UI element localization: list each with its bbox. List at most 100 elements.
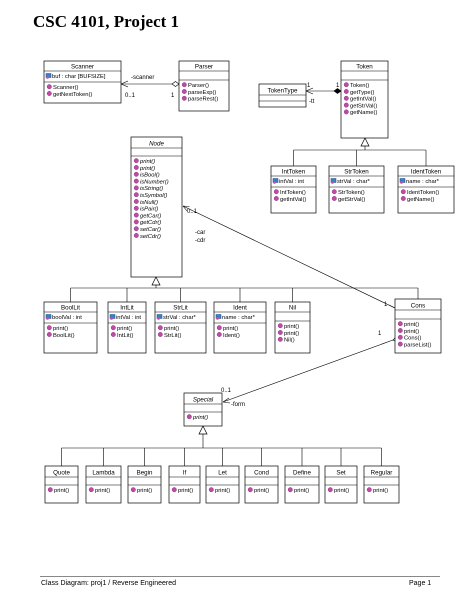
method-icon [47, 487, 53, 493]
multiplicity-label: 1 [336, 83, 340, 89]
generalization-arrow [360, 137, 370, 147]
class-name: Cond [254, 470, 269, 477]
operation: isNumber() [140, 179, 169, 185]
operation: parseExp() [188, 90, 216, 96]
class-box [205, 465, 240, 504]
operation: Scanner() [53, 85, 79, 91]
method-icon [331, 189, 337, 195]
method-icon [133, 171, 139, 177]
node-generalization [70, 276, 419, 302]
attribute: buf : char [BUFSIZE] [52, 74, 106, 80]
aggregation-diamond [171, 81, 180, 87]
operation: print() [192, 415, 208, 421]
method-icon [343, 82, 349, 88]
operation: isSymbol() [140, 193, 167, 199]
operation: print() [137, 488, 152, 494]
method-icon [327, 487, 333, 493]
class-name: IntLit [120, 305, 134, 312]
attribute: strVal : char* [337, 179, 370, 185]
method-icon [133, 185, 139, 191]
class-cond[interactable]: Cond print() [244, 465, 279, 504]
class-name: Nil [289, 305, 296, 312]
car-cdr-assoc[interactable] [182, 205, 396, 309]
method-icon [88, 487, 94, 493]
operation: isString() [140, 186, 163, 192]
operation: getCdr() [140, 220, 161, 226]
operation: setCar() [140, 227, 161, 233]
operation: print() [404, 322, 419, 328]
class-name: Cons [411, 303, 425, 310]
method-icon [273, 189, 279, 195]
class-box [340, 60, 389, 139]
operation: print() [95, 488, 110, 494]
generalization-arrow [198, 425, 208, 435]
field-icon [272, 178, 279, 184]
class-name: StrToken [344, 169, 369, 176]
navigability-arrow [222, 397, 231, 404]
method-icon [343, 102, 349, 108]
relationship-lines [61, 80, 427, 466]
multiplicity-label: 0..1 [187, 209, 198, 215]
operation: Cons() [404, 336, 421, 342]
method-icon [277, 323, 283, 329]
operation: print() [254, 488, 269, 494]
class-name: Set [336, 470, 346, 477]
tt-assoc[interactable] [305, 87, 342, 95]
class-name: Ident [233, 305, 247, 312]
method-icon [171, 487, 177, 493]
class-name: Scanner [71, 64, 94, 71]
class-tokentype[interactable]: TokenType [258, 83, 307, 108]
method-icon [133, 199, 139, 204]
class-box [244, 465, 279, 504]
class-box [183, 392, 223, 427]
class-node[interactable]: Nodeprint()print()isBool()isNumber()isSt… [130, 136, 183, 278]
method-icon [133, 212, 139, 218]
scanner-assoc[interactable] [120, 80, 180, 88]
method-icon [397, 334, 403, 340]
token-generalization [293, 137, 427, 166]
method-icon [133, 158, 139, 164]
class-name: BoolLit [61, 305, 80, 312]
class-box [363, 465, 400, 504]
method-icon [400, 196, 406, 201]
class-token[interactable]: TokenToken()getType()getIntVal()getStrVa… [340, 60, 389, 139]
class-begin[interactable]: Begin print() [127, 465, 162, 504]
multiplicity-label: 1 [378, 331, 382, 337]
method-icon [331, 196, 337, 201]
method-icon [133, 178, 139, 184]
method-icon [181, 89, 187, 94]
role-label: -scanner [131, 75, 154, 81]
class-name: IntToken [282, 169, 306, 176]
class-box [43, 301, 98, 354]
operation: print() [404, 329, 419, 335]
method-icon [157, 332, 163, 337]
class-name: If [183, 470, 187, 477]
class-box [85, 465, 122, 504]
footer-divider [40, 576, 440, 577]
class-name: Begin [137, 470, 153, 477]
class-box [168, 465, 201, 504]
operation: IntToken() [280, 190, 306, 196]
attribute: name : char* [406, 179, 440, 185]
role-label: -car-cdr [195, 230, 205, 244]
